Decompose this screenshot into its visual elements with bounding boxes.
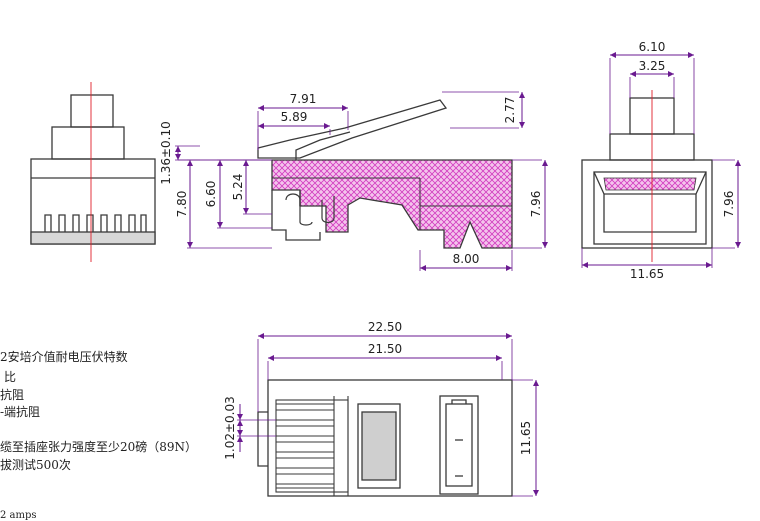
note-ratio: 比 xyxy=(4,370,17,384)
front-contacts xyxy=(44,214,147,232)
dim-front-height-1: 1.36±0.10 xyxy=(159,121,173,185)
plan-view xyxy=(257,379,513,497)
dim-side-left-a: 7.80 xyxy=(175,191,189,218)
dim-side-left-b: 6.60 xyxy=(204,181,218,208)
plan-window xyxy=(357,403,401,489)
plan-window-inner xyxy=(361,411,397,481)
side-contact-shape xyxy=(285,193,335,226)
dim-side-bottom: 8.00 xyxy=(453,252,480,266)
dim-plan-width: 11.65 xyxy=(519,421,533,455)
note-voltage: 2安培介值耐电压伏特数 xyxy=(0,350,128,364)
note-tensile-strength: 缆至插座张力强度至少20磅（89N） xyxy=(0,440,198,454)
note-amps: 2 amps xyxy=(0,510,37,521)
plan-cable-end xyxy=(257,411,268,467)
end-view xyxy=(581,90,713,262)
dim-side-right-height: 7.96 xyxy=(529,191,543,218)
end-opening xyxy=(593,171,707,245)
dim-end-height: 7.96 xyxy=(722,191,736,218)
dim-side-right-small: 2.77 xyxy=(503,97,517,124)
plan-contact-blades xyxy=(275,396,349,496)
dim-plan-length-2: 21.50 xyxy=(368,342,402,356)
plan-body xyxy=(267,379,513,497)
front-latch-tab xyxy=(70,94,114,128)
dim-end-top-2: 3.25 xyxy=(639,59,666,73)
front-bottom-strip xyxy=(30,231,156,245)
dim-end-top-1: 6.10 xyxy=(639,40,666,54)
end-body xyxy=(581,159,713,249)
dim-end-bottom: 11.65 xyxy=(630,267,664,281)
dim-plan-length-1: 22.50 xyxy=(368,320,402,334)
end-zigzag-contacts xyxy=(603,177,697,191)
front-view xyxy=(30,82,156,262)
side-section-view xyxy=(257,99,513,249)
note-resistance: 抗阻 xyxy=(0,388,25,402)
dim-side-left-c: 5.24 xyxy=(231,174,245,201)
side-latch xyxy=(257,99,448,159)
dimension-annotations: 1.36±0.10 7.91 5.89 2.77 7.80 6.60 5.24 7.96 8.0… xyxy=(159,40,741,497)
side-hatched-housing xyxy=(271,159,513,249)
dim-side-top-2: 5.89 xyxy=(281,110,308,124)
dim-side-top-1: 7.91 xyxy=(290,92,317,106)
note-durability: 拔测试500次 xyxy=(0,458,71,472)
plan-latch-slot xyxy=(439,395,479,495)
dim-plan-pitch: 1.02±0.03 xyxy=(223,396,237,460)
note-terminal-resistance: -端抗阻 xyxy=(0,405,41,419)
front-latch-base xyxy=(51,126,125,160)
